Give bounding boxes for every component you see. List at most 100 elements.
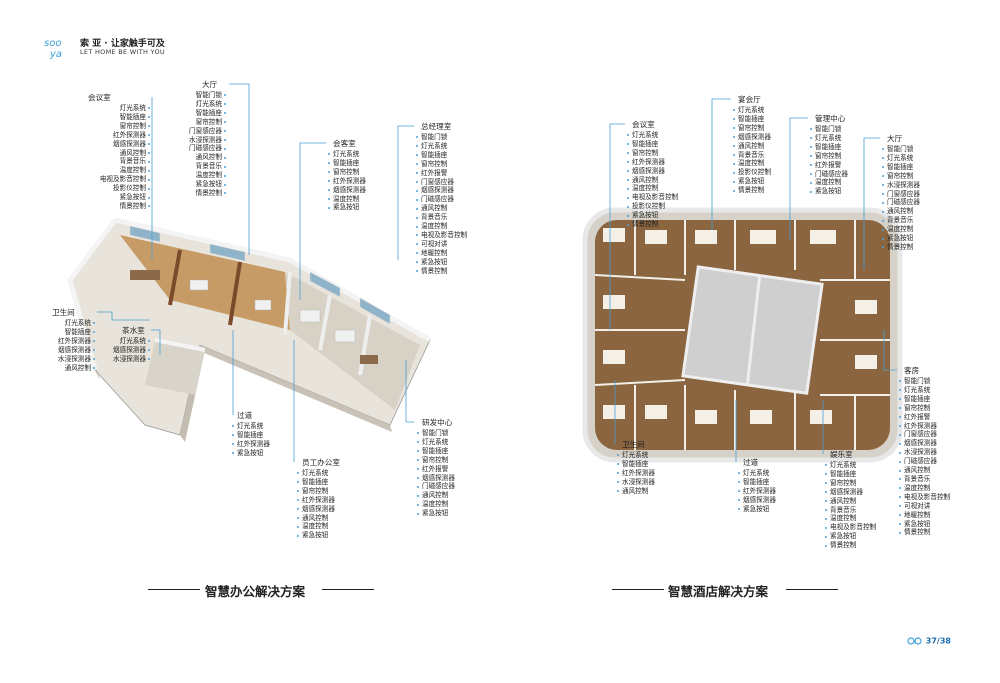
feature-item: 灯光系统 — [328, 150, 388, 159]
feature-item: 温度控制 — [810, 178, 870, 187]
feature-item: 紧急按钮 — [416, 258, 486, 267]
svg-text:ya: ya — [49, 49, 62, 60]
feature-item: 情景控制 — [627, 220, 697, 229]
feature-item: 紧急按钮 — [176, 180, 226, 189]
feature-item: 烟感探测器 — [416, 186, 486, 195]
feature-item: 灯光系统 — [627, 131, 697, 140]
feature-item: 温度控制 — [899, 484, 971, 493]
brand-name: 索 亚 · 让家触手可及 — [80, 39, 165, 49]
office-room-pantry: 茶水室 灯光系统烟感探测器 水浸探测器 — [102, 326, 150, 364]
feature-item: 温度控制 — [417, 500, 477, 509]
room-title: 研发中心 — [422, 418, 453, 427]
feature-item: 灯光系统 — [733, 106, 793, 115]
feature-item: 门窗感应器 — [882, 190, 942, 199]
feature-item: 烟感探测器 — [328, 186, 388, 195]
feature-item: 情景控制 — [825, 541, 895, 550]
office-room-rnd: 研发中心 智能门锁灯光系统 智能插座窗帘控制 红外报警烟感探测器 门磁感应器通风… — [417, 418, 477, 518]
feature-item: 红外探测器 — [899, 422, 971, 431]
feature-item: 灯光系统 — [297, 469, 357, 478]
feature-item: 情景控制 — [882, 243, 942, 252]
feature-item: 温度控制 — [416, 222, 486, 231]
feature-item: 紧急按钮 — [66, 193, 150, 202]
feature-item: 红外报警 — [810, 161, 870, 170]
feature-item: 背景音乐 — [176, 162, 226, 171]
room-title: 会客室 — [333, 139, 356, 148]
feature-item: 灯光系统 — [617, 451, 677, 460]
feature-item: 通风控制 — [176, 153, 226, 162]
feature-item: 紧急按钮 — [899, 520, 971, 529]
feature-item: 通风控制 — [825, 497, 895, 506]
feature-item: 灯光系统 — [50, 319, 95, 328]
feature-item: 门窗感应器 — [899, 430, 971, 439]
feature-item: 红外探测器 — [738, 487, 798, 496]
feature-item: 智能插座 — [733, 115, 793, 124]
hotel-room-restroom: 卫生间 灯光系统智能插座 红外探测器水浸探测器 通风控制 — [617, 440, 677, 496]
office-room-lobby: 大厅 智能门锁灯光系统 智能插座窗帘控制 门窗感应器水浸探测器 门磁感应器通风控… — [176, 80, 226, 198]
feature-item: 背景音乐 — [882, 216, 942, 225]
feature-item: 窗帘控制 — [66, 122, 150, 131]
feature-item: 投影仪控制 — [627, 202, 697, 211]
feature-item: 烟感探测器 — [50, 346, 95, 355]
feature-item: 灯光系统 — [66, 104, 150, 113]
feature-item: 红外报警 — [417, 465, 477, 474]
feature-item: 红外报警 — [416, 169, 486, 178]
room-title: 过道 — [237, 411, 253, 420]
feature-item: 智能插座 — [328, 159, 388, 168]
page-number: 37/38 — [907, 636, 951, 646]
feature-item: 紧急按钮 — [627, 211, 697, 220]
feature-item: 烟感探测器 — [738, 496, 798, 505]
feature-item: 门磁感应器 — [899, 457, 971, 466]
feature-item: 温度控制 — [176, 171, 226, 180]
feature-item: 窗帘控制 — [825, 479, 895, 488]
room-title: 茶水室 — [122, 326, 145, 335]
office-room-staff: 员工办公室 灯光系统智能插座 窗帘控制红外探测器 烟感探测器通风控制 温度控制紧… — [297, 458, 357, 540]
feature-item: 智能门锁 — [899, 377, 971, 386]
feature-item: 红外探测器 — [66, 131, 150, 140]
feature-item: 智能插座 — [882, 163, 942, 172]
office-room-reception: 会客室 灯光系统智能插座 窗帘控制红外探测器 烟感探测器温度控制 紧急按钮 — [328, 139, 388, 212]
feature-item: 温度控制 — [66, 166, 150, 175]
feature-item: 投影仪控制 — [733, 168, 793, 177]
feature-item: 背景音乐 — [733, 151, 793, 160]
room-title: 大厅 — [202, 80, 218, 89]
feature-item: 水浸探测器 — [50, 355, 95, 364]
feature-item: 窗帘控制 — [810, 152, 870, 161]
feature-item: 温度控制 — [297, 522, 357, 531]
feature-item: 紧急按钮 — [882, 234, 942, 243]
feature-item: 地暖控制 — [899, 511, 971, 520]
feature-item: 灯光系统 — [417, 438, 477, 447]
room-title: 宴会厅 — [738, 95, 761, 104]
feature-item: 智能插座 — [176, 109, 226, 118]
office-room-restroom: 卫生间 灯光系统智能插座 红外探测器烟感探测器 水浸探测器通风控制 — [50, 308, 95, 372]
office-caption-line-right — [322, 589, 374, 590]
hotel-room-entertainment: 娱乐室 灯光系统智能插座 窗帘控制烟感探测器 通风控制背景音乐 温度控制电视及影… — [825, 450, 895, 550]
hotel-room-corridor: 过道 灯光系统智能插座 红外探测器烟感探测器 紧急按钮 — [738, 458, 798, 514]
feature-item: 电视及影音控制 — [627, 193, 697, 202]
feature-item: 紧急按钮 — [810, 187, 870, 196]
feature-item: 通风控制 — [899, 466, 971, 475]
feature-item: 情景控制 — [416, 267, 486, 276]
feature-item: 紧急按钮 — [297, 531, 357, 540]
feature-item: 红外报警 — [899, 413, 971, 422]
feature-item: 智能插座 — [825, 470, 895, 479]
feature-item: 灯光系统 — [899, 386, 971, 395]
feature-item: 温度控制 — [882, 225, 942, 234]
feature-item: 可视对讲 — [416, 240, 486, 249]
room-title: 管理中心 — [815, 114, 846, 123]
feature-item: 通风控制 — [882, 207, 942, 216]
feature-item: 智能插座 — [899, 395, 971, 404]
feature-item: 通风控制 — [50, 364, 95, 373]
feature-item: 智能门锁 — [176, 91, 226, 100]
feature-item: 水浸探测器 — [176, 136, 226, 145]
office-room-corridor: 过道 灯光系统智能插座 红外探测器紧急按钮 — [232, 411, 292, 458]
feature-item: 电视及影音控制 — [899, 493, 971, 502]
feature-item: 窗帘控制 — [416, 160, 486, 169]
feature-item: 灯光系统 — [738, 469, 798, 478]
feature-item: 水浸探测器 — [617, 478, 677, 487]
feature-item: 灯光系统 — [232, 422, 292, 431]
svg-text:soo: soo — [44, 38, 61, 49]
feature-item: 灯光系统 — [416, 142, 486, 151]
feature-item: 电视及影音控制 — [825, 523, 895, 532]
feature-item: 烟感探测器 — [899, 439, 971, 448]
